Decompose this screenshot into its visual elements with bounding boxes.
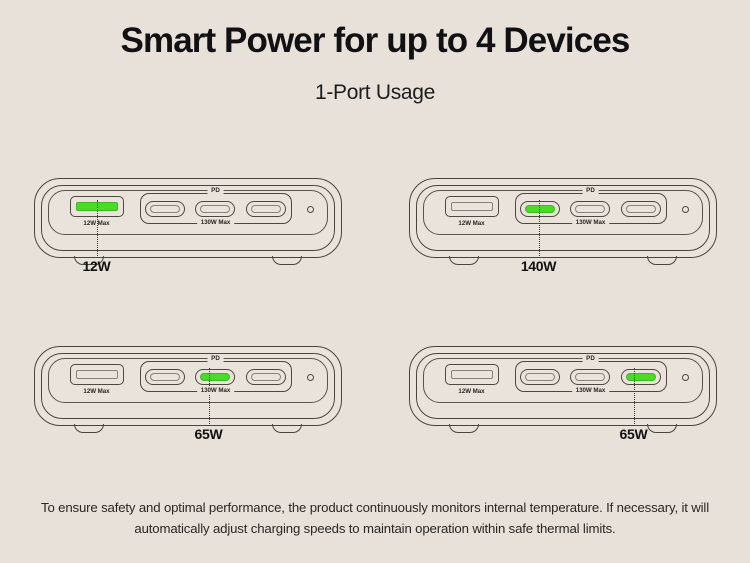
- device-foot-right: [271, 256, 302, 265]
- usb-c-port-2[interactable]: [195, 200, 236, 217]
- usb-a-port-slot: [450, 370, 493, 379]
- pd-label: PD: [207, 355, 224, 362]
- usb-c-port-3[interactable]: [621, 200, 662, 217]
- page-subtitle: 1-Port Usage: [314, 80, 436, 104]
- led-indicator-icon: [306, 374, 314, 381]
- pd-label: PD: [582, 187, 599, 194]
- header: Smart Power for up to 4 Devices 1-Port U…: [0, 0, 750, 105]
- usb-c-port-3-slot: [626, 372, 657, 381]
- usb-c-port-2-slot: [575, 372, 606, 381]
- usb-c-port-2-slot: [200, 204, 231, 213]
- usb-c-row: [140, 361, 292, 392]
- usb-c-port-1[interactable]: [144, 200, 185, 217]
- device-shell-face: [47, 358, 328, 403]
- device-foot-left: [448, 424, 479, 433]
- pd-max-power-label: 130W Max: [196, 387, 235, 394]
- power-brick-4: 12W Max PD 130W Max: [408, 346, 717, 442]
- device-shell-inner: [415, 353, 710, 419]
- usb-a-port-icon[interactable]: [444, 196, 499, 217]
- power-brick-3: 12W Max PD 130W Max: [33, 346, 342, 442]
- pd-label: PD: [207, 187, 224, 194]
- callout-leader-line: [96, 200, 98, 256]
- led-indicator-icon: [681, 206, 689, 213]
- device-foot-right: [271, 424, 302, 433]
- usb-c-row: [515, 193, 667, 224]
- callout-leader-line: [538, 200, 540, 256]
- footer-note: To ensure safety and optimal performance…: [41, 500, 709, 536]
- ports-row-2: 12W Max PD 130W Max: [423, 187, 703, 235]
- device-foot-left: [73, 424, 104, 433]
- callout-power-value: 65W: [194, 426, 223, 442]
- device-shell-face: [422, 190, 703, 235]
- usb-c-port-3-slot: [626, 204, 657, 213]
- pd-max-power-label: 130W Max: [196, 219, 235, 226]
- usb-c-port-2[interactable]: [195, 368, 236, 385]
- usb-c-port-3-slot: [251, 372, 282, 381]
- device-shell-inner: [415, 185, 710, 251]
- usb-a-port-slot: [450, 202, 493, 211]
- usb-a-port-icon[interactable]: [69, 364, 124, 385]
- device-shell-inner: [40, 353, 335, 419]
- callout-leader-line: [633, 368, 635, 424]
- device-foot-right: [646, 424, 677, 433]
- device-cell-2: 12W Max PD 130W Max: [375, 168, 750, 336]
- device-diagram-grid: 12W Max PD 130W Max: [0, 168, 750, 504]
- power-brick-2: 12W Max PD 130W Max: [408, 178, 717, 274]
- pd-port-group: PD 130W Max: [514, 355, 667, 402]
- usb-a-port-group[interactable]: 12W Max: [444, 196, 499, 227]
- usb-c-port-3-slot: [251, 204, 282, 213]
- usb-c-port-1-slot: [524, 372, 555, 381]
- callout-power-value: 140W: [520, 258, 557, 274]
- pd-label: PD: [582, 355, 599, 362]
- usb-c-row: [140, 193, 292, 224]
- pd-port-group: PD 130W Max: [139, 355, 292, 402]
- pd-port-group: PD 130W Max: [514, 187, 667, 234]
- device-shell-face: [47, 190, 328, 235]
- usb-c-port-1-slot: [524, 204, 555, 213]
- callout-leader-line: [208, 368, 210, 424]
- callout-power-value: 12W: [82, 258, 111, 274]
- pd-max-power-label: 130W Max: [571, 219, 610, 226]
- usb-a-caption: 12W Max: [83, 387, 110, 395]
- device-foot-right: [646, 256, 677, 265]
- pd-max-power-label: 130W Max: [571, 387, 610, 394]
- usb-a-port-group[interactable]: 12W Max: [444, 364, 499, 395]
- device-cell-4: 12W Max PD 130W Max: [375, 336, 750, 504]
- device-cell-3: 12W Max PD 130W Max: [0, 336, 375, 504]
- usb-c-port-2-slot: [200, 372, 231, 381]
- usb-c-port-1[interactable]: [519, 368, 560, 385]
- device-foot-left: [448, 256, 479, 265]
- usb-c-port-2[interactable]: [570, 368, 611, 385]
- usb-c-port-3[interactable]: [621, 368, 662, 385]
- device-cell-1: 12W Max PD 130W Max: [0, 168, 375, 336]
- page-title: Smart Power for up to 4 Devices: [120, 21, 631, 60]
- usb-a-caption: 12W Max: [458, 219, 485, 227]
- usb-a-caption: 12W Max: [458, 387, 485, 395]
- ports-row-1: 12W Max PD 130W Max: [48, 187, 328, 235]
- led-indicator-icon: [681, 374, 689, 381]
- usb-c-port-1-slot: [149, 204, 180, 213]
- usb-c-port-3[interactable]: [246, 368, 287, 385]
- usb-c-port-1[interactable]: [144, 368, 185, 385]
- device-shell-inner: [40, 185, 335, 251]
- usb-c-port-2[interactable]: [570, 200, 611, 217]
- device-shell-face: [422, 358, 703, 403]
- usb-c-row: [515, 361, 667, 392]
- usb-c-port-3[interactable]: [246, 200, 287, 217]
- usb-c-port-2-slot: [575, 204, 606, 213]
- power-brick-1: 12W Max PD 130W Max: [33, 178, 342, 274]
- usb-c-port-1[interactable]: [519, 200, 560, 217]
- led-indicator-icon: [306, 206, 314, 213]
- usb-a-port-group[interactable]: 12W Max: [69, 364, 124, 395]
- pd-port-group: PD 130W Max: [139, 187, 292, 234]
- usb-c-port-1-slot: [149, 372, 180, 381]
- usb-a-port-slot: [75, 370, 118, 379]
- usb-a-port-icon[interactable]: [444, 364, 499, 385]
- callout-power-value: 65W: [619, 426, 648, 442]
- ports-row-4: 12W Max PD 130W Max: [423, 355, 703, 403]
- ports-row-3: 12W Max PD 130W Max: [48, 355, 328, 403]
